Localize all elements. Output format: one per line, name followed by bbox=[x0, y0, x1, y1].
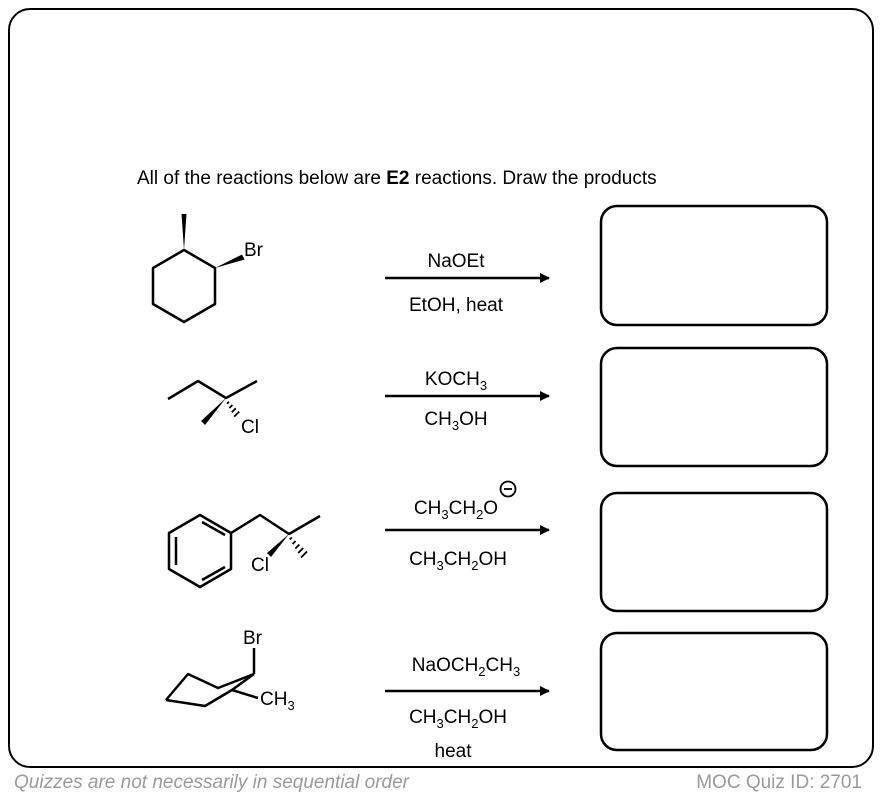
answer-box-4[interactable] bbox=[599, 631, 829, 752]
substrate-1-label: Br bbox=[244, 240, 264, 261]
reagent-4-below: CH3CH2OH bbox=[409, 707, 507, 731]
instructions: All of the reactions below are E2 reacti… bbox=[137, 168, 657, 189]
reagent-3-below: CH3CH2OH bbox=[409, 549, 507, 573]
reagent-4-above: NaOCH2CH3 bbox=[412, 655, 520, 679]
quiz-frame bbox=[8, 8, 874, 768]
reagent-1-below: EtOH, heat bbox=[409, 295, 504, 316]
footer-note: Quizzes are not necessarily in sequentia… bbox=[14, 772, 409, 793]
reagent-4-extra: heat bbox=[435, 741, 473, 762]
substrate-1-methyl-bromocyclohexane bbox=[151, 214, 245, 324]
substrate-4-chair-cyclohexane bbox=[165, 648, 259, 708]
substrate-4-label-ch3: CH3 bbox=[260, 689, 295, 713]
reagent-1-above: NaOEt bbox=[427, 251, 485, 272]
substrate-4-label-br: Br bbox=[243, 628, 263, 649]
quiz-id: MOC Quiz ID: 2701 bbox=[696, 772, 862, 793]
reagent-2-above: KOCH3 bbox=[425, 369, 487, 393]
substrate-2-label: Cl bbox=[241, 417, 259, 438]
answer-box-2[interactable] bbox=[599, 346, 829, 468]
substrate-3-benzyl-chloride bbox=[167, 513, 321, 589]
reagent-2-below: CH3OH bbox=[424, 409, 487, 433]
substrate-3-label: Cl bbox=[251, 555, 269, 576]
reagent-3-above: CH3CH2O bbox=[414, 498, 498, 522]
answer-box-1[interactable] bbox=[599, 204, 829, 327]
answer-box-3[interactable] bbox=[599, 491, 829, 613]
substrate-2-chloro-methylbutane bbox=[167, 379, 258, 425]
negative-charge-icon bbox=[499, 480, 517, 498]
